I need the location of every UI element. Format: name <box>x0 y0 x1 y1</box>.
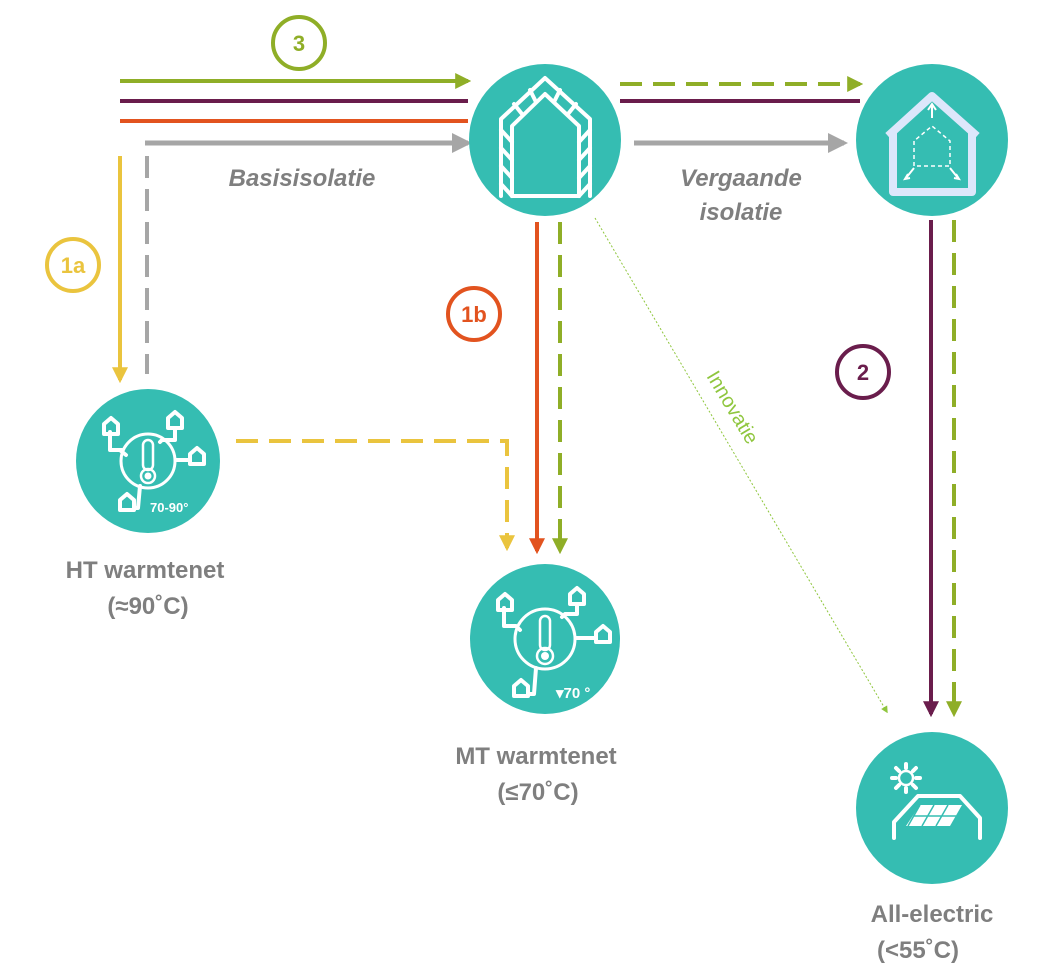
ht-warmtenet-temp: (≈90˚C) <box>107 593 188 620</box>
mt-warmtenet-temp: (≤70˚C) <box>497 779 578 806</box>
node-all-electric <box>856 732 1008 884</box>
solar-roof-icon <box>890 762 982 840</box>
route-1b-label: 1b <box>461 302 487 327</box>
ht-temp-text: 70-90° <box>150 500 188 515</box>
all-electric-temp: (<55˚C) <box>877 937 959 964</box>
route-2-label: 2 <box>857 360 869 385</box>
route-badge-2: 2 <box>835 344 891 400</box>
node-ht-warmtenet: 70-90° <box>76 389 220 533</box>
mt-temp-text: ▾70 ° <box>555 685 590 702</box>
route-1a-ht-to-mt-dashed <box>236 439 515 552</box>
mt-warmtenet-label: MT warmtenet <box>455 743 616 770</box>
node-mt-warmtenet: ▾70 ° <box>470 564 620 714</box>
basic-insulation-label: Basisisolatie <box>229 165 376 192</box>
node-basic-insulated-house <box>469 64 621 216</box>
deep-insulation-label-line1: Vergaande <box>680 165 802 192</box>
route-badge-1b: 1b <box>446 286 502 342</box>
ht-warmtenet-label: HT warmtenet <box>66 557 225 584</box>
node-deep-insulated-house <box>856 64 1008 216</box>
route-badge-1a: 1a <box>45 237 101 293</box>
house-frame-icon <box>499 76 592 198</box>
route-1a-label: 1a <box>61 253 86 278</box>
route-3-label: 3 <box>293 31 305 56</box>
route-badge-3: 3 <box>271 15 327 71</box>
heat-network-thermometer-icon <box>102 410 206 512</box>
innovation-label: Innovatie <box>702 367 763 448</box>
all-electric-label: All-electric <box>871 901 994 928</box>
innovation-arrow <box>594 217 888 714</box>
deep-insulation-label-line2: isolatie <box>700 199 783 226</box>
insulated-house-icon <box>885 92 980 196</box>
heat-network-thermometer-icon <box>496 586 612 698</box>
